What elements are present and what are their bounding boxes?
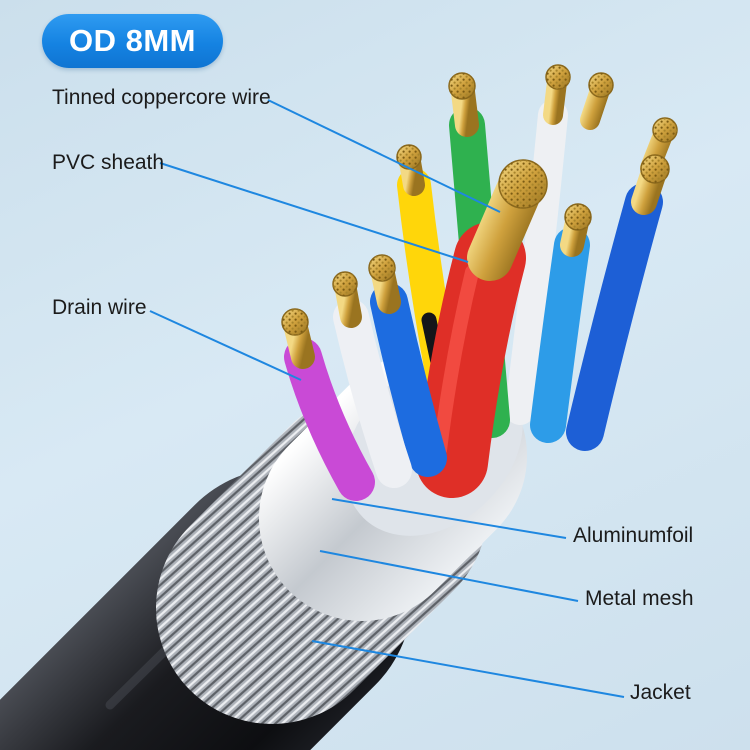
label-jacket: Jacket bbox=[630, 681, 691, 704]
pvc-sheath-wire bbox=[416, 159, 548, 498]
leader-line-tinned bbox=[267, 99, 501, 213]
blue-wire-left bbox=[368, 254, 447, 477]
leader-line-foil bbox=[331, 498, 567, 539]
white-wire bbox=[505, 64, 571, 425]
drain-wire-shape bbox=[281, 308, 375, 501]
label-tinned-coppercore-wire: Tinned coppercore wire bbox=[52, 86, 271, 109]
copper-tip bbox=[580, 72, 614, 130]
light-blue-wire bbox=[530, 203, 592, 443]
white-wire-left bbox=[332, 271, 412, 488]
leader-line-pvc bbox=[159, 162, 469, 263]
label-drain-wire: Drain wire bbox=[52, 296, 147, 319]
leader-lines bbox=[149, 99, 625, 698]
inner-wires bbox=[281, 64, 678, 501]
od-badge: OD 8MM bbox=[42, 14, 223, 68]
leader-line-jacket bbox=[311, 640, 625, 698]
blue-wire-right bbox=[566, 154, 670, 451]
label-pvc-sheath: PVC sheath bbox=[52, 151, 165, 174]
label-aluminum-foil: Aluminumfoil bbox=[573, 524, 694, 547]
leader-line-mesh bbox=[319, 550, 579, 602]
label-metal-mesh: Metal mesh bbox=[585, 587, 694, 610]
leader-line-drain bbox=[149, 310, 302, 381]
